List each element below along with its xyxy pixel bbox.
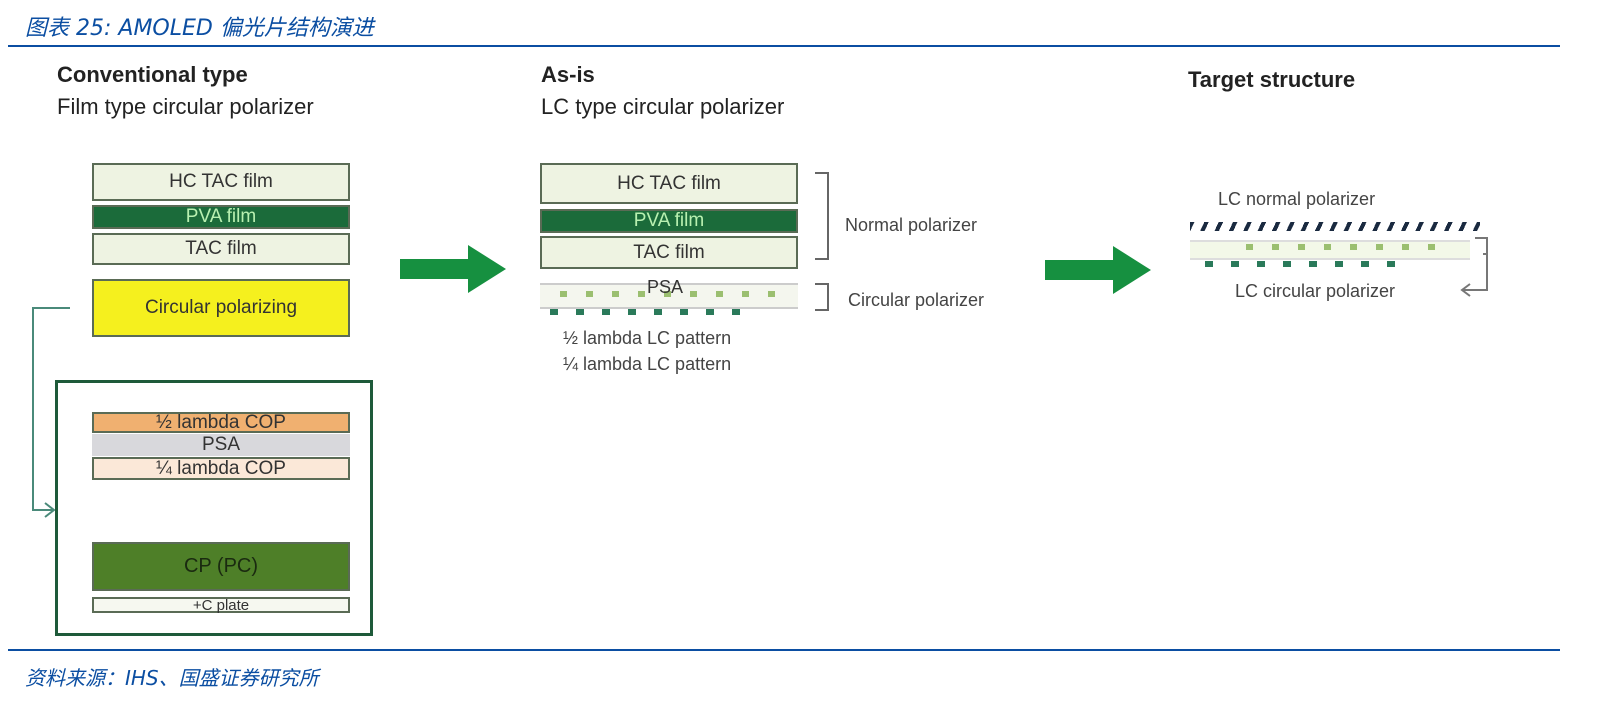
connector-arrow-icon [32,307,70,518]
tac-layer: TAC film [540,236,798,269]
c-plate-layer: +C plate [92,597,350,614]
pva-layer: PVA film [92,205,350,229]
half-lambda-pattern-label: ½ lambda LC pattern [563,328,732,348]
quarter-lambda-pattern-label: ¼ lambda LC pattern [563,354,732,374]
circular-polarizing-layer: Circular polarizing [92,279,350,337]
quarter-lambda-cop-layer: ¼ lambda COP [92,457,350,480]
psa-label: PSA [647,277,684,297]
half-lambda-cop-layer: ½ lambda COP [92,412,350,433]
normal-polarizer-bracket [815,172,829,260]
bracket-arrow-icon [1460,237,1488,297]
hc-tac-layer: HC TAC film [540,163,798,204]
lc-pattern-dots [550,309,750,315]
lc-pattern-dots [1246,244,1446,250]
cp-pc-layer: CP (PC) [92,542,350,591]
conventional-title: Conventional type [57,62,248,87]
arrow-right-icon [400,245,506,293]
psa-layer: PSA [92,434,350,456]
source-note: 资料来源：IHS、国盛证券研究所 [25,666,319,690]
lc-pattern-dots [1205,261,1405,267]
arrow-right-icon [1045,246,1151,294]
lc-normal-polarizer-label: LC normal polarizer [1218,189,1376,209]
lc-circular-layer [1190,240,1470,260]
pva-layer: PVA film [540,209,798,233]
bottom-rule [8,649,1560,651]
circular-polarizer-bracket [815,283,829,311]
asis-title: As-is [541,62,595,87]
target-title: Target structure [1188,67,1356,92]
circular-polarizer-label: Circular polarizer [848,290,985,310]
asis-subtitle: LC type circular polarizer [541,94,785,119]
detail-box [55,380,373,636]
top-rule [8,45,1560,47]
lc-normal-polarizer-layer [1190,222,1480,231]
normal-polarizer-label: Normal polarizer [845,215,978,235]
figure-caption: 图表 25: AMOLED 偏光片结构演进 [25,16,374,41]
hc-tac-layer: HC TAC film [92,163,350,201]
tac-layer: TAC film [92,233,350,265]
lc-pattern-dots [560,291,780,297]
conventional-subtitle: Film type circular polarizer [57,94,314,119]
lc-circular-polarizer-label: LC circular polarizer [1235,281,1396,301]
